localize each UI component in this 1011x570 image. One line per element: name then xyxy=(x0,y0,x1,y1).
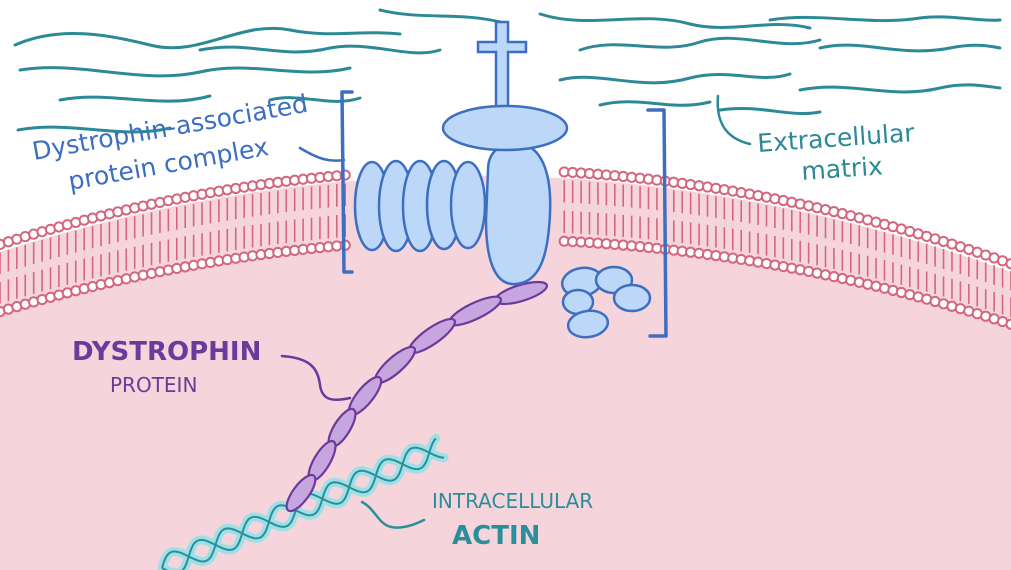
lipid-head-outer xyxy=(1006,259,1011,268)
ecm-fiber xyxy=(60,96,210,101)
ecm-fiber xyxy=(720,108,820,113)
actin-label-line1: INTRACELLULAR xyxy=(432,489,593,513)
membrane-disc xyxy=(451,162,485,248)
ecm-fiber xyxy=(600,102,710,106)
dapc-leader-line xyxy=(300,148,344,161)
ecm-label-line2: matrix xyxy=(800,151,883,186)
ecm-label-line1: Extracellular xyxy=(756,118,916,158)
ecm-fiber xyxy=(380,10,500,22)
dystrophin-label-line2: PROTEIN xyxy=(110,373,197,397)
ecm-fiber xyxy=(15,28,400,47)
ecm-fiber xyxy=(200,46,440,53)
lipid-head-inner xyxy=(1006,320,1011,329)
ecm-fiber xyxy=(20,68,350,76)
ecm-fiber xyxy=(770,17,1000,21)
receptor-stalk xyxy=(478,22,526,110)
dystrophin-label-line1: DYSTROPHIN xyxy=(72,337,261,367)
ecm-leader-line xyxy=(718,96,750,144)
transmembrane-protein xyxy=(486,144,550,284)
extracellular-cap xyxy=(443,106,567,150)
actin-label-line2: ACTIN xyxy=(452,521,540,551)
ecm-fiber xyxy=(580,38,820,50)
ecm-fiber xyxy=(560,74,790,83)
ecm-fiber xyxy=(800,85,1000,92)
intracellular-subunit xyxy=(614,285,650,311)
ecm-fiber xyxy=(820,45,1000,51)
